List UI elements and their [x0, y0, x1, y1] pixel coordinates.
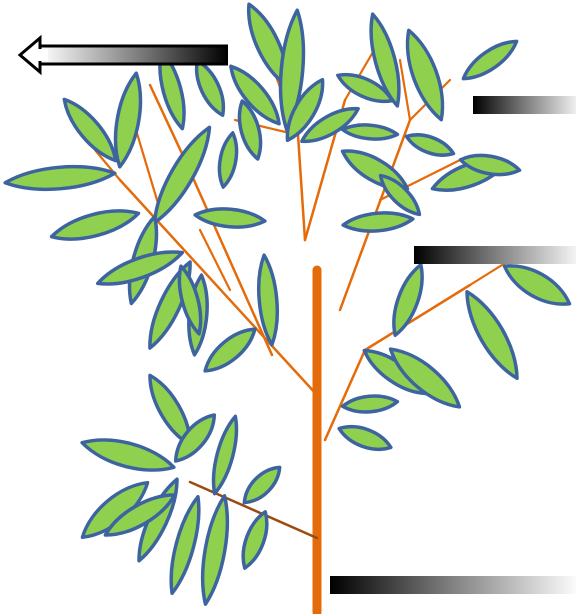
leaf [342, 394, 398, 414]
leaf [404, 129, 456, 161]
leaf [457, 286, 527, 384]
leaf [79, 431, 177, 478]
leaf [57, 93, 123, 167]
leaf [216, 132, 241, 189]
leaf [194, 206, 265, 230]
leaf [49, 203, 141, 247]
leaf [189, 57, 230, 119]
pointer-bar-bottom-right [330, 576, 576, 594]
leaf [342, 210, 413, 234]
leaf [238, 461, 286, 509]
leaf-group [4, 0, 575, 606]
branch-stem [298, 135, 305, 240]
leaf [236, 509, 273, 571]
leaf [4, 163, 115, 194]
leaf [336, 420, 394, 455]
leaf [342, 123, 398, 141]
leaf [458, 34, 521, 86]
pointer-bar-upper-right [473, 96, 576, 114]
branch-stem [400, 60, 410, 120]
pointer-bar-middle-right [414, 246, 576, 264]
leaf [499, 256, 576, 314]
leaf [398, 26, 452, 123]
leaf [386, 261, 430, 338]
leaf [196, 494, 234, 606]
leaf [199, 322, 261, 379]
